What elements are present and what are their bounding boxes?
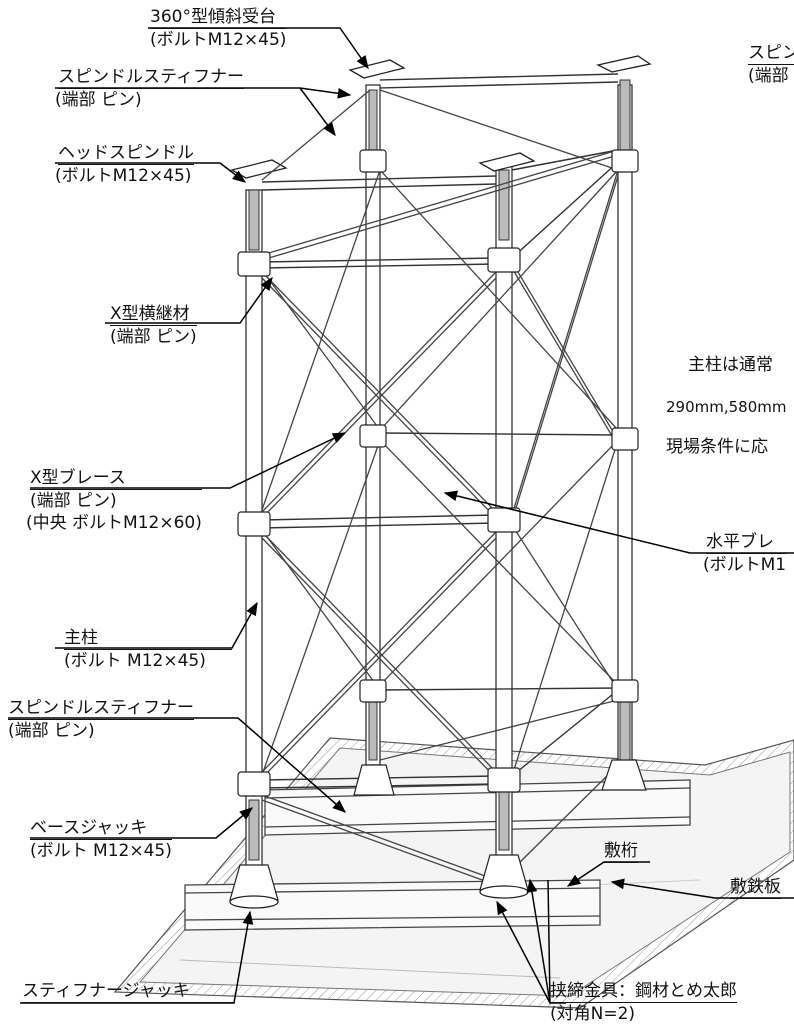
tilt-seat-title: 360°型傾斜受台	[150, 6, 287, 29]
spindle-stiffener-top-label: スピンドルスティフナー (端部 ピン)	[55, 66, 244, 111]
tilt-seat-label: 360°型傾斜受台 (ボルトM12×45)	[150, 6, 287, 51]
horizontal-members	[261, 73, 619, 789]
clamp-sub: (対角N=2)	[550, 1004, 636, 1024]
steel-plate-title: 敷鉄板	[730, 877, 781, 899]
base-jacks	[229, 759, 647, 909]
spindle-stiffener-top-sub: (端部 ピン)	[55, 90, 142, 110]
x-brace-sub1: (端部 ピン)	[30, 491, 117, 511]
spindle-stiffener-bottom-label: スピンドルスティフナー (端部 ピン)	[8, 697, 194, 742]
steel-plate-label: 敷鉄板	[730, 876, 781, 899]
main-column-title: 主柱	[64, 627, 232, 650]
top-plates	[230, 55, 652, 179]
base-jack-label: ベースジャッキ (ボルト M12×45)	[30, 817, 172, 862]
joint-clamps	[237, 149, 639, 797]
head-spindle-label: ヘッドスピンドル (ボルトM12×45)	[55, 142, 194, 187]
note-line3: 現場条件に応	[666, 437, 768, 457]
head-spindle-sub: (ボルトM12×45)	[55, 166, 192, 186]
stiffener-jack-title: スティフナージャッキ	[22, 980, 234, 1003]
main-column-label: 主柱 (ボルト M12×45)	[64, 627, 232, 672]
horizontal-brace-label: 水平ブレ (ボルトM1	[703, 531, 787, 576]
spindle-stiffeners	[261, 89, 619, 886]
stiffener-jack-label: スティフナージャッキ	[22, 980, 234, 1003]
note-line2: 290mm,580mm	[666, 398, 787, 416]
x-horizontal-label: X型横継材 (端部 ピン)	[110, 303, 197, 348]
clamp-label: 挟締金具：鋼材とめ太郎 (対角N=2)	[550, 980, 737, 1025]
x-horizontal-title: X型横継材	[110, 303, 197, 326]
x-brace-sub2: (中央 ボルトM12×60)	[26, 513, 202, 533]
sub-girder-label: 敷桁	[604, 840, 638, 863]
horizontal-brace-sub: (ボルトM1	[703, 555, 787, 575]
x-horizontal-sub: (端部 ピン)	[110, 327, 197, 347]
clamp-title: 挟締金具：鋼材とめ太郎	[550, 981, 737, 1003]
spindle-threads	[248, 79, 631, 861]
head-spindle-title: ヘッドスピンドル	[58, 143, 194, 165]
tilt-seat-sub: (ボルトM12×45)	[150, 30, 287, 50]
spindle-stiffener-bottom-sub: (端部 ピン)	[8, 721, 95, 741]
spindle-right-title: スピン	[748, 42, 794, 65]
spindle-stiffener-bottom-title: スピンドルスティフナー	[8, 698, 194, 720]
spindle-right-sub: (端部	[748, 66, 789, 86]
note-line1: 主柱は通常	[688, 355, 773, 375]
steel-plate	[113, 737, 794, 1009]
base-jack-sub: (ボルト M12×45)	[30, 841, 172, 861]
spindle-right-label: スピン (端部	[748, 42, 794, 87]
horizontal-brace-title: 水平ブレ	[706, 531, 787, 554]
x-brace-label: X型ブレース (端部 ピン) (中央 ボルトM12×60)	[26, 467, 202, 534]
x-brace-title: X型ブレース	[30, 467, 202, 490]
main-column-sub: (ボルト M12×45)	[64, 651, 206, 671]
base-jack-title: ベースジャッキ	[30, 817, 172, 840]
sub-girder-title: 敷桁	[604, 841, 638, 863]
spindle-stiffener-top-title: スピンドルスティフナー	[58, 67, 244, 89]
